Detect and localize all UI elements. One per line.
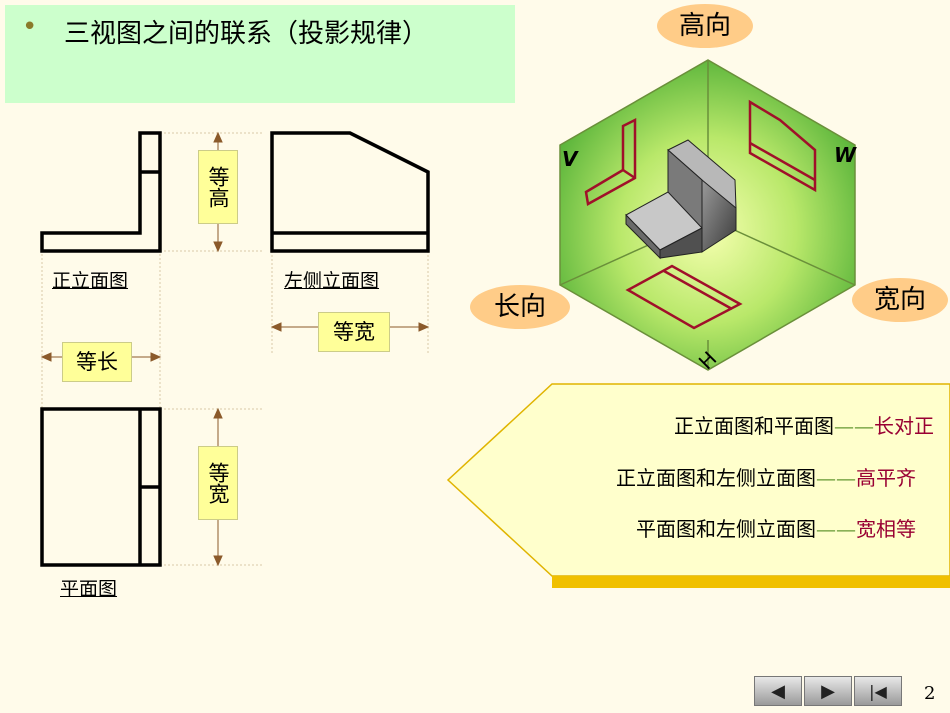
equal-width-left-label: 等宽	[318, 312, 390, 352]
w-plane-label: W	[834, 143, 857, 167]
rule-views: 正立面图和左侧立面图	[616, 466, 816, 490]
top-view-label: 平面图	[60, 578, 118, 600]
h-projection	[625, 264, 743, 330]
equal-width-top-label: 等宽	[198, 446, 238, 520]
next-arrow-icon: ▶	[821, 680, 835, 702]
guide-lines	[41, 132, 429, 566]
page-number: 2	[924, 683, 936, 704]
rule-dash: ——	[816, 517, 856, 541]
top-view-shape	[40, 407, 162, 567]
first-slide-button[interactable]: |◀	[854, 676, 902, 706]
page-title: 三视图之间的联系（投影规律）	[64, 19, 429, 49]
height-direction-oval: 高向	[657, 4, 753, 48]
v-plane-label: V	[562, 147, 579, 171]
rule-views: 平面图和左侧立面图	[636, 517, 816, 541]
equal-height-label: 等高	[198, 150, 238, 224]
prev-slide-button[interactable]: ◀	[754, 676, 802, 706]
left-view-label: 左侧立面图	[284, 270, 380, 292]
equal-length-label: 等长	[62, 342, 132, 382]
rule-result: 长对正	[874, 414, 934, 438]
rule-dash: ——	[834, 414, 874, 438]
rule-result: 宽相等	[856, 517, 916, 541]
w-projection	[748, 99, 817, 193]
rule-result: 高平齐	[856, 466, 916, 490]
rule-dash: ——	[816, 466, 856, 490]
prev-arrow-icon: ◀	[771, 680, 785, 702]
v-projection	[584, 117, 637, 206]
next-slide-button[interactable]: ▶	[804, 676, 852, 706]
left-view-shape	[270, 131, 430, 253]
rule-views: 正立面图和平面图	[674, 414, 834, 438]
title-box	[5, 5, 515, 103]
rule-height-level: 正立面图和左侧立面图——高平齐	[480, 462, 916, 491]
rule-width-equal: 平面图和左侧立面图——宽相等	[480, 513, 916, 542]
width-direction-oval: 宽向	[852, 278, 948, 322]
l-block-3d	[625, 139, 737, 260]
first-slide-icon: |◀	[869, 681, 887, 701]
title-bullet: •	[22, 12, 38, 42]
length-direction-oval: 长向	[470, 285, 570, 329]
slide-navigation: ◀ ▶ |◀	[754, 676, 902, 706]
rule-length-aligned: 正立面图和平面图——长对正	[500, 410, 934, 439]
front-view-shape	[40, 131, 162, 253]
front-view-label: 正立面图	[52, 270, 129, 292]
